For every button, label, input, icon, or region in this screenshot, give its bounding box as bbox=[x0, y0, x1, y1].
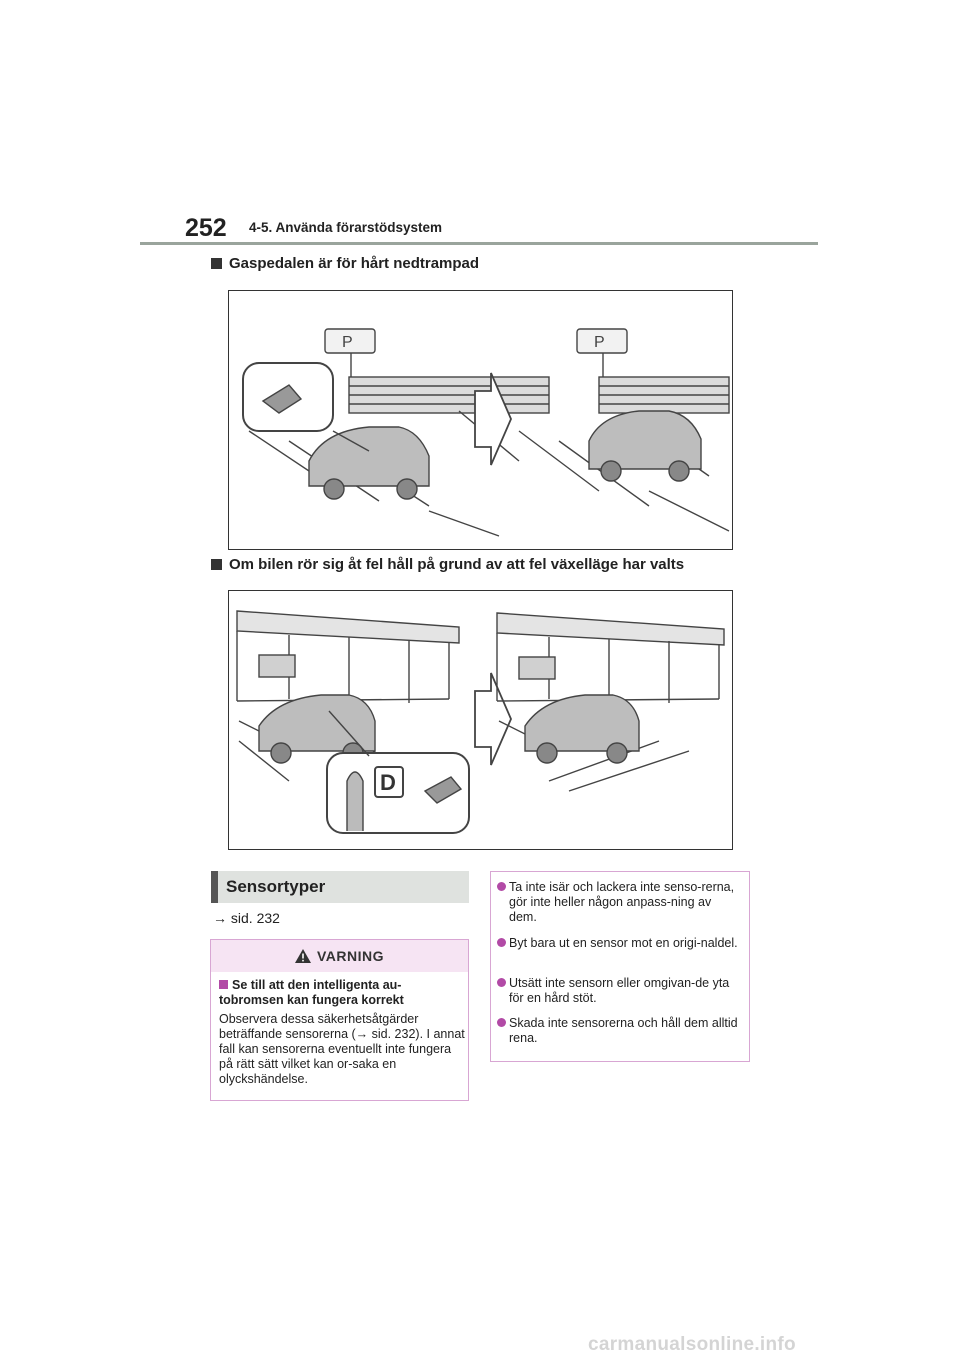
store-front-illustration: D bbox=[236, 610, 725, 834]
warning-triangle-icon bbox=[294, 949, 311, 963]
square-bullet-icon bbox=[211, 258, 222, 269]
sensor-types-heading: Sensortyper bbox=[211, 871, 469, 903]
watermark: carmanualsonline.info bbox=[588, 1334, 796, 1355]
header-divider bbox=[140, 242, 818, 245]
list-item: Byt bara ut en sensor mot en origi-nalde… bbox=[497, 936, 742, 951]
section-title: 4-5. Använda förarstödsystem bbox=[249, 220, 443, 235]
note-text: Byt bara ut en sensor mot en origi-nalde… bbox=[509, 936, 738, 950]
svg-text:P: P bbox=[594, 334, 605, 351]
list-item: Skada inte sensorerna och håll dem allti… bbox=[497, 1016, 742, 1046]
square-bullet-icon bbox=[211, 559, 222, 570]
list-item: Utsätt inte sensorn eller omgivan-de yta… bbox=[497, 976, 742, 1006]
bullet-dot-icon bbox=[497, 978, 506, 987]
gear-d-label: D bbox=[380, 770, 396, 795]
figure-accelerator-illustration: P P bbox=[228, 290, 733, 550]
warning-body: Observera dessa säkerhetsåtgärder beträf… bbox=[219, 1012, 465, 1086]
subheading-text: Om bilen rör sig åt fel håll på grund av… bbox=[229, 556, 685, 573]
figure-wrong-gear-illustration: D bbox=[228, 590, 733, 850]
warning-header: VARNING bbox=[211, 940, 468, 972]
svg-text:P: P bbox=[342, 334, 353, 351]
list-item: Ta inte isär och lackera inte senso-rern… bbox=[497, 880, 742, 925]
sensor-notes-box: Ta inte isär och lackera inte senso-rern… bbox=[490, 871, 750, 1062]
subheading-text: Gaspedalen är för hårt nedtrampad bbox=[229, 255, 480, 272]
bullet-dot-icon bbox=[497, 882, 506, 891]
note-text: Utsätt inte sensorn eller omgivan-de yta… bbox=[509, 976, 730, 1005]
note-text: Skada inte sensorerna och håll dem allti… bbox=[509, 1016, 738, 1045]
warning-label: VARNING bbox=[316, 948, 385, 964]
subheading-wrong-gear: Om bilen rör sig åt fel håll på grund av… bbox=[211, 556, 684, 573]
subheading-accelerator: Gaspedalen är för hårt nedtrampad bbox=[211, 255, 479, 272]
warning-box: VARNING Se till att den intelligenta au-… bbox=[210, 939, 469, 1101]
page-reference-link[interactable]: → sid. 232 bbox=[213, 910, 280, 926]
bullet-dot-icon bbox=[497, 1018, 506, 1027]
parking-lot-illustration: P P bbox=[242, 328, 730, 537]
bullet-dot-icon bbox=[497, 938, 506, 947]
square-bullet-icon bbox=[219, 980, 228, 989]
warning-title: Se till att den intelligenta au-tobromse… bbox=[219, 978, 464, 1008]
warning-title-text: Se till att den intelligenta au-tobromse… bbox=[219, 978, 404, 1007]
note-text: Ta inte isär och lackera inte senso-rern… bbox=[509, 880, 735, 924]
page-number: 252 bbox=[185, 214, 227, 242]
